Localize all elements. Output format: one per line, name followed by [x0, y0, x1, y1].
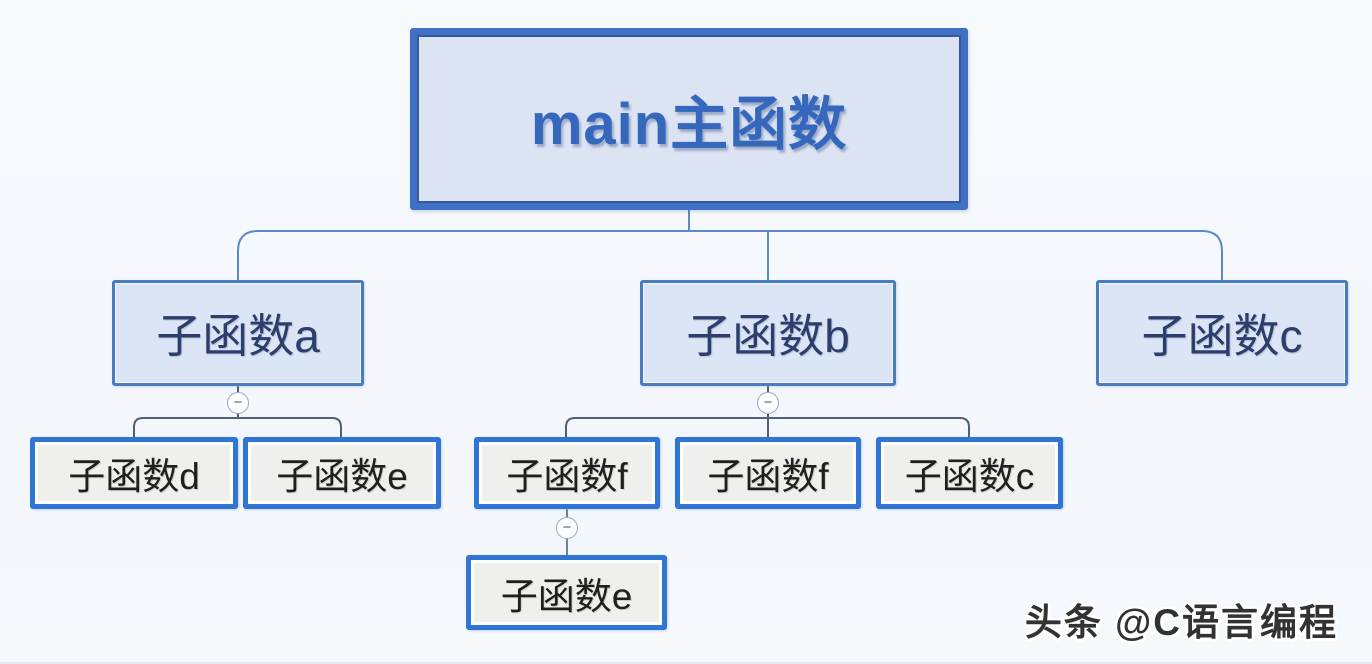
collapse-toggle-b-icon[interactable]: − — [757, 392, 779, 414]
node-subfunction-b[interactable]: 子函数b — [640, 280, 896, 386]
node-subfunction-e[interactable]: 子函数e — [243, 437, 441, 509]
collapse-toggle-a-icon[interactable]: − — [227, 392, 249, 414]
watermark-text: 头条 @C语言编程 — [1024, 602, 1338, 643]
node-subfunction-f1[interactable]: 子函数f — [474, 437, 660, 509]
collapse-toggle-f1-icon[interactable]: − — [556, 517, 578, 539]
node-subfunction-f2[interactable]: 子函数f — [675, 437, 861, 509]
root-rail — [237, 209, 1223, 282]
node-subfunction-a[interactable]: 子函数a — [112, 280, 364, 386]
node-subfunction-d[interactable]: 子函数d — [30, 437, 238, 509]
node-subfunction-c-leaf[interactable]: 子函数c — [876, 437, 1063, 509]
node-subfunction-e-level4[interactable]: 子函数e — [466, 555, 667, 630]
node-subfunction-c[interactable]: 子函数c — [1096, 280, 1348, 386]
node-main-function[interactable]: main主函数 — [410, 28, 968, 210]
